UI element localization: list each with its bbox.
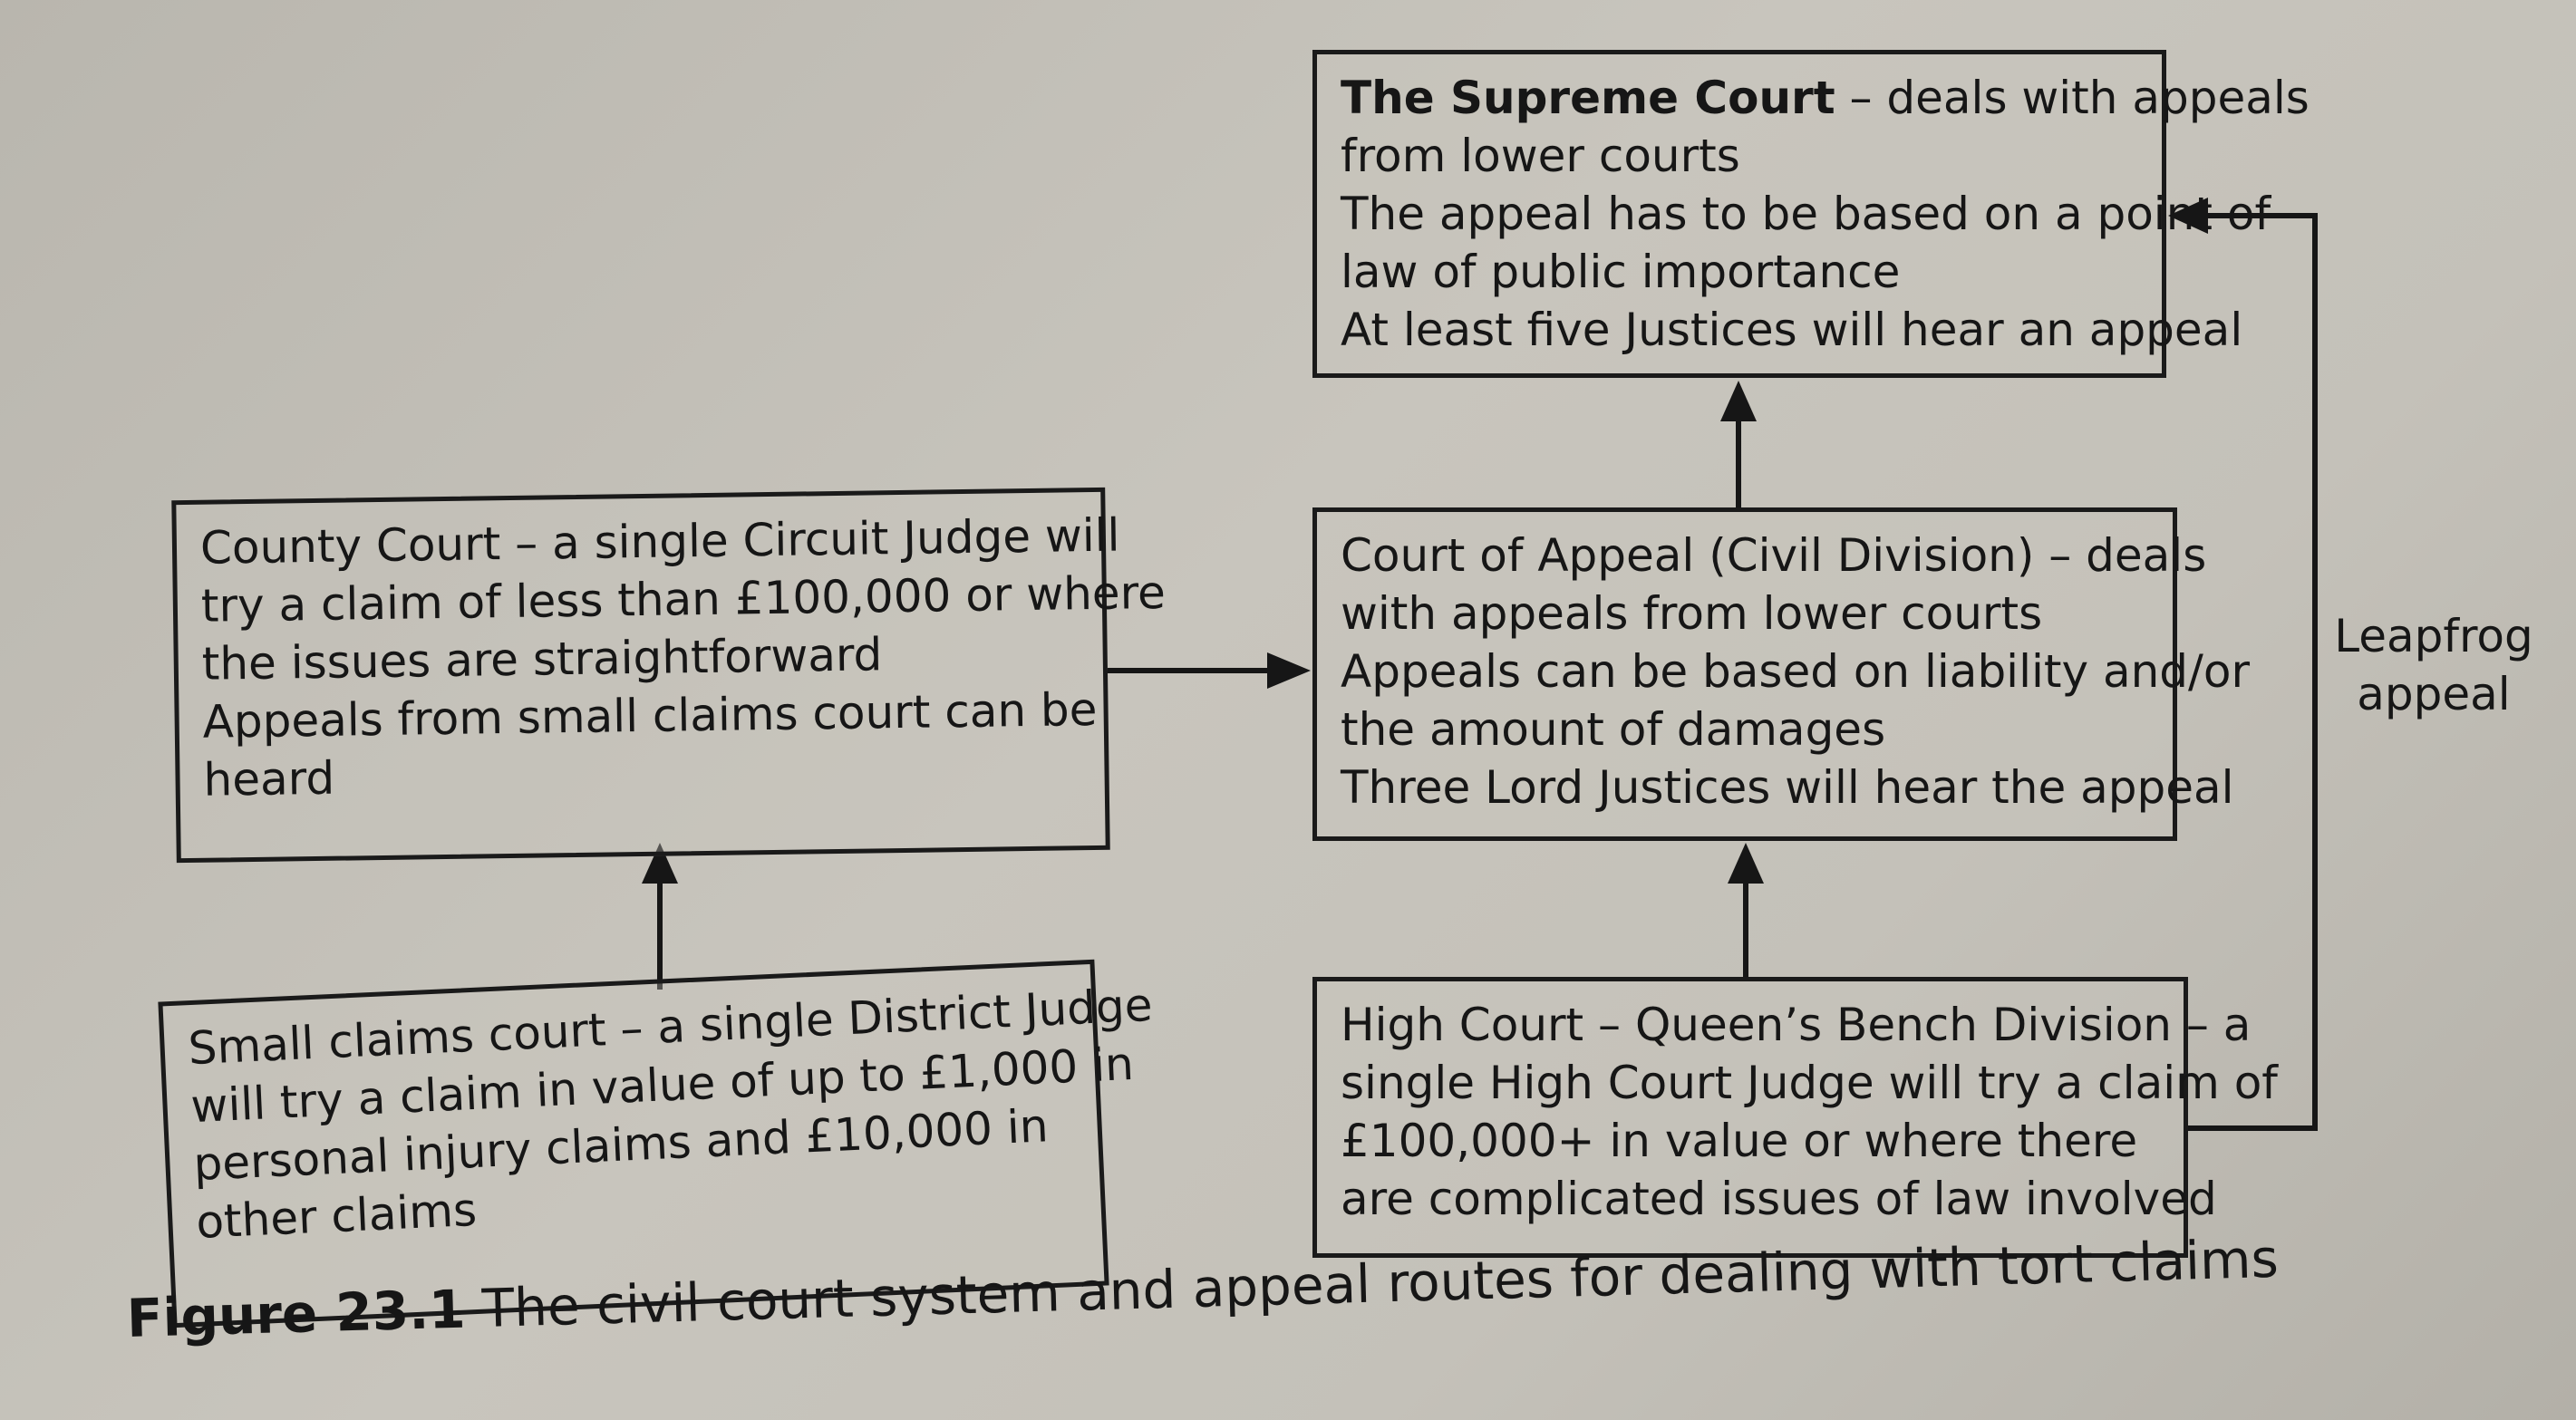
node-court-of-appeal-line-4: the amount of damages	[1341, 703, 1886, 756]
node-supreme-court-line-4: law of public importance	[1341, 246, 1901, 298]
leapfrog-appeal-label: Leapfrog appeal	[2320, 607, 2547, 723]
node-supreme-court: The Supreme Court – deals with appeals f…	[1312, 50, 2310, 378]
node-high-court-line-3: £100,000+ in value or where there	[1341, 1115, 2138, 1167]
arrow-high-to-appeal	[1728, 843, 1764, 977]
node-county-court: County Court – a single Circuit Judge wi…	[171, 487, 1167, 864]
node-court-of-appeal-line-5: Three Lord Justices will hear the appeal	[1341, 761, 2234, 814]
node-county-court-line-2: try a claim of less than £100,000 or whe…	[200, 565, 1167, 633]
node-high-court-line-4: are complicated issues of law involved	[1341, 1173, 2217, 1225]
node-high-court-line-1: High Court – Queen’s Bench Division – a	[1341, 999, 2252, 1051]
node-court-of-appeal-line-1: Court of Appeal (Civil Division) – deals	[1341, 529, 2207, 582]
node-high-court-line-2: single High Court Judge will try a claim…	[1341, 1057, 2278, 1109]
node-supreme-court-line-3: The appeal has to be based on a point of	[1341, 188, 2271, 240]
leapfrog-label-line-2: appeal	[2357, 668, 2511, 720]
leapfrog-label-line-1: Leapfrog	[2334, 610, 2533, 662]
arrow-leapfrog-high-to-supreme	[2168, 198, 2318, 1131]
supreme-court-text: – deals with appeals	[1849, 72, 2310, 124]
node-supreme-court-line-5: At least five Justices will hear an appe…	[1341, 304, 2243, 356]
arrow-appeal-to-supreme	[1720, 381, 1757, 507]
node-court-of-appeal: Court of Appeal (Civil Division) – deals…	[1312, 507, 2251, 841]
figure-number: Figure 23.1	[126, 1278, 467, 1349]
node-supreme-court-line-2: from lower courts	[1341, 130, 1740, 182]
node-county-court-line-5: heard	[203, 751, 335, 807]
node-supreme-court-line-1: The Supreme Court – deals with appeals	[1341, 69, 2310, 127]
node-high-court: High Court – Queen’s Bench Division – a …	[1312, 977, 2278, 1258]
supreme-court-name: The Supreme Court	[1341, 72, 1835, 124]
arrow-county-to-appeal	[1108, 652, 1311, 689]
node-court-of-appeal-line-3: Appeals can be based on liability and/or	[1341, 645, 2251, 698]
node-court-of-appeal-line-2: with appeals from lower courts	[1341, 587, 2043, 640]
node-county-court-line-4: Appeals from small claims court can be	[202, 682, 1098, 749]
arrow-small-to-county	[642, 843, 678, 990]
